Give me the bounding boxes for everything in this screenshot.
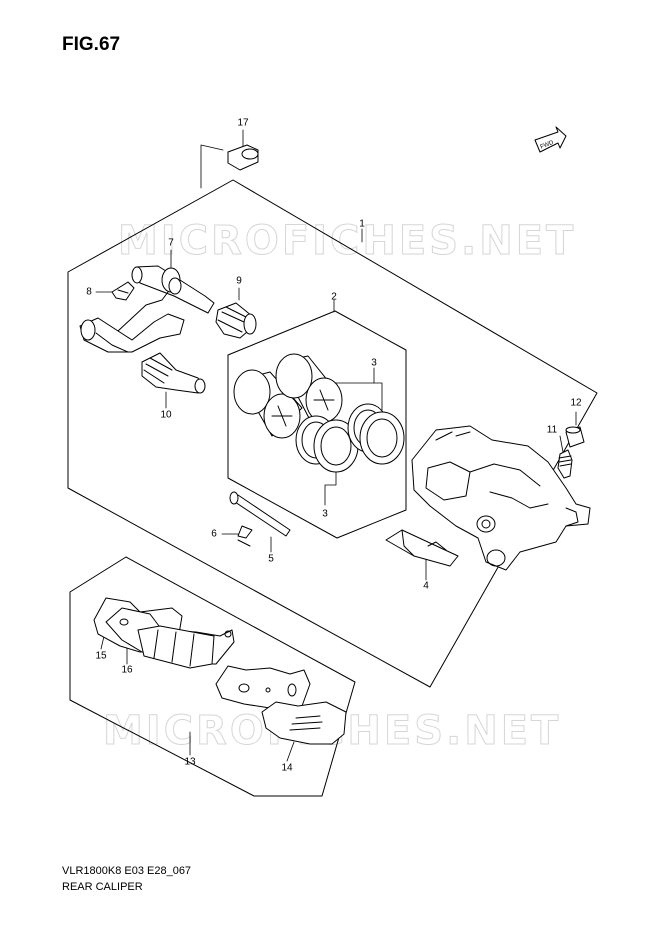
callout-2: 2 <box>331 291 337 303</box>
callout-15: 15 <box>95 650 107 662</box>
callout-13: 13 <box>184 756 196 768</box>
bleeder-cap-part <box>565 426 585 448</box>
pad-backing-plate-part <box>215 665 311 711</box>
brake-pad-part <box>105 607 235 669</box>
pad-kit-frame <box>69 556 356 797</box>
callout-1: 1 <box>359 218 365 230</box>
callout-3-top: 3 <box>371 357 377 369</box>
diagram-title: REAR CALIPER <box>62 881 143 893</box>
retaining-clip-part <box>111 281 135 301</box>
callout-3-bottom: 3 <box>322 508 328 520</box>
figure-title: FIG.67 <box>62 34 121 55</box>
pad-pin-part <box>229 491 291 537</box>
caliper-body-part <box>411 425 591 571</box>
bleeder-bolt-part <box>227 144 259 171</box>
callout-5: 5 <box>268 553 274 565</box>
model-code: VLR1800K8 E03 E28_067 <box>62 865 192 877</box>
callout-16: 16 <box>121 664 133 676</box>
piston-seal-part <box>295 403 405 473</box>
fwd-arrow-icon: FWD <box>534 126 567 153</box>
piston-part <box>233 353 343 439</box>
callout-7: 7 <box>168 237 174 249</box>
fwd-label: FWD <box>540 140 556 151</box>
callout-10: 10 <box>160 409 172 421</box>
callout-9: 9 <box>236 275 242 287</box>
callout-11: 11 <box>546 424 558 436</box>
bleeder-valve-part <box>557 449 573 479</box>
callout-4: 4 <box>423 580 429 592</box>
pad-spring-part <box>385 529 459 567</box>
callout-12: 12 <box>570 397 582 409</box>
watermark-top: MICROFICHES.NET <box>117 218 577 265</box>
r-clip-part <box>237 525 253 547</box>
callout-6: 6 <box>211 528 217 540</box>
piston-kit-frame <box>227 310 407 539</box>
pin-boot-part <box>141 352 206 394</box>
callout-17: 17 <box>237 117 249 129</box>
pad-insulator-part <box>261 701 347 745</box>
pin-bracket-part <box>79 313 185 353</box>
slide-pin-part <box>117 265 215 332</box>
callout-14: 14 <box>281 762 293 774</box>
callout-8: 8 <box>86 286 92 298</box>
rubber-boot-part <box>215 302 257 339</box>
